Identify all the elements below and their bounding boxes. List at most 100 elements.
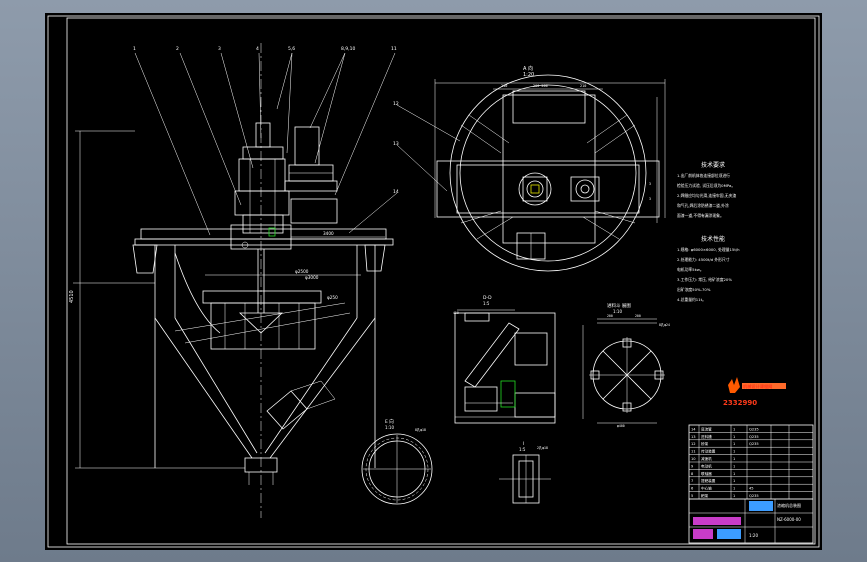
title-block-cell: Q235	[749, 494, 759, 498]
title-block-cell: 14	[691, 427, 696, 431]
tech-performance-line: 出矿浓度50%-70%	[677, 287, 711, 292]
title-block-cell: 耙架	[701, 493, 709, 498]
part-label: 13	[393, 141, 399, 147]
title-block-cell: 中心轴	[701, 486, 712, 491]
part-label: 1	[133, 46, 136, 52]
title-block-cell: 7	[691, 479, 693, 483]
tech-performance-line: 2.处理能力: 4500t/d 外形尺寸	[677, 257, 730, 262]
part-label: 2	[176, 46, 179, 52]
title-block-cell: 1	[733, 457, 735, 461]
svg-text:3: 3	[649, 182, 651, 186]
height-dimension: 4510	[69, 290, 75, 303]
title-block-cell: 1	[733, 450, 735, 454]
drawing-canvas: 4510	[47, 15, 820, 548]
svg-text:φ400: φ400	[617, 424, 625, 428]
part-label: 12	[393, 101, 399, 107]
detail-view-scale: 1:5	[519, 447, 526, 452]
part-label: 3	[218, 46, 221, 52]
tech-performance-line: 1.规格: φ6000×6000, 处理量15t/h	[677, 247, 740, 252]
title-block-cell: 10	[691, 457, 696, 461]
site-logo: 机械设计课程网 2332990	[723, 377, 786, 407]
logo-text: 机械设计课程网	[743, 383, 772, 390]
title-block-cell: 9	[691, 464, 694, 468]
top-dimension: φ250	[327, 295, 338, 300]
title-block-cell: 8	[691, 472, 694, 476]
tech-performance-line: 电机功率5kw。	[677, 267, 704, 272]
watermark-number: 2332990	[723, 399, 757, 407]
tech-performance-line: 3.工作压力: 常压, 给矿浓度20%	[677, 277, 732, 282]
tech-requirements-title: 技术要求	[701, 161, 725, 169]
title-block-cell: 传动装置	[701, 449, 716, 454]
feedwell-dimension: φ2500	[295, 269, 309, 274]
section-view-title: D-D	[483, 295, 492, 301]
svg-text:8孔φ18: 8孔φ18	[415, 427, 426, 432]
title-block-cell: 5	[691, 494, 693, 498]
tech-performance-title: 技术性能	[701, 235, 725, 243]
title-block-cell: 1	[733, 479, 735, 483]
svg-text:200: 200	[635, 314, 641, 318]
drawing-number: NZ-6000-00	[777, 517, 801, 522]
plan-view-title: A 向	[523, 65, 533, 72]
title-block-cell: 6	[691, 487, 694, 491]
tech-requirement-line: 2.焊缝应均匀光滑,连接牢固,无夹渣	[677, 193, 736, 198]
tech-performance-line: 4.总重量约11t。	[677, 297, 706, 302]
title-block-cell: 12	[691, 442, 696, 446]
flame-logo-icon	[728, 377, 740, 393]
svg-text:2孔φ18: 2孔φ18	[537, 445, 548, 450]
title-block-cell: 1	[733, 435, 735, 439]
part-label: 8,9,10	[341, 46, 355, 52]
drawing-scale: 1:20	[749, 533, 758, 538]
title-block-cell: 底流管	[701, 426, 712, 431]
bottom-view-title: E 向	[385, 418, 394, 425]
drawing-sheet: 4510	[45, 13, 822, 550]
bottom-view-scale: 1:10	[385, 425, 394, 430]
svg-text:3: 3	[649, 197, 651, 201]
detail-view-title: I	[523, 441, 524, 447]
svg-text:200: 200	[607, 314, 613, 318]
cone-dimension: φ3000	[305, 275, 319, 280]
title-block-cell: 1	[733, 487, 735, 491]
main-elevation-view: 4510	[69, 43, 396, 518]
part-label: 4	[256, 46, 259, 52]
title-block-cell: 1	[733, 494, 735, 498]
plan-view: A 向 1:20 210 200 200 210	[434, 65, 666, 272]
title-block-cell: 联轴器	[701, 471, 712, 476]
part-label: 11	[391, 46, 397, 52]
title-block-cell: 1	[733, 472, 735, 476]
title-block-cell: 提耙装置	[701, 478, 716, 483]
drawing-name: 浓缩机总装图	[777, 502, 801, 508]
section-d-d-view: D-D 1:5 410	[453, 295, 556, 424]
title-block-cell: 进料槽	[701, 434, 712, 439]
title-block-cell: 电动机	[701, 463, 712, 468]
title-block-cell: 45	[749, 487, 754, 491]
part-label: 14	[393, 189, 399, 195]
nozzle-view-scale: 1:10	[613, 309, 622, 314]
detail-i-view: I 1:5 2孔φ18	[499, 441, 551, 504]
title-block-cell: 减速机	[701, 456, 712, 461]
svg-text:8孔φ24: 8孔φ24	[659, 322, 670, 327]
tech-requirement-line: 1.出厂前机体各连接部位须进行	[677, 173, 730, 178]
title-block-cell: 11	[691, 450, 696, 454]
e-direction-view: E 向 1:10 8孔φ18	[361, 418, 433, 505]
technical-notes: 技术要求 1.出厂前机体各连接部位须进行 检验压力试验, 试压后须为0MPa。 …	[677, 161, 740, 302]
part-label: 5,6	[288, 46, 295, 52]
title-block-cell: 桥架	[701, 441, 709, 446]
tech-requirement-line: 和气孔,焊后涂防锈漆二道,外涂	[677, 203, 729, 208]
svg-text:200 200: 200 200	[533, 84, 548, 88]
title-block-cell: 1	[733, 442, 735, 446]
title-block-cell: Q235	[749, 427, 759, 431]
tech-requirement-line: 面漆一道,不得有漏涂现象。	[677, 213, 724, 218]
title-block-cell: Q235	[749, 435, 759, 439]
title-block-cell: 13	[691, 435, 696, 439]
part-labels: 1 2 3 4 5,6 8,9,10 11 12 13 14	[133, 46, 461, 234]
title-block-cell: Q235	[749, 442, 759, 446]
drawing-border	[47, 15, 820, 548]
launder-dimension: 3400	[323, 231, 334, 236]
plan-view-scale: 1:20	[523, 72, 534, 78]
title-block-cell: 1	[733, 427, 735, 431]
feed-nozzle-view: 进料斗 展图 1:10 200 200 8孔φ24 φ400	[582, 302, 670, 428]
svg-text:210: 210	[580, 84, 586, 88]
title-block-cell: 1	[733, 464, 735, 468]
tech-requirement-line: 检验压力试验, 试压后须为0MPa。	[677, 183, 735, 188]
